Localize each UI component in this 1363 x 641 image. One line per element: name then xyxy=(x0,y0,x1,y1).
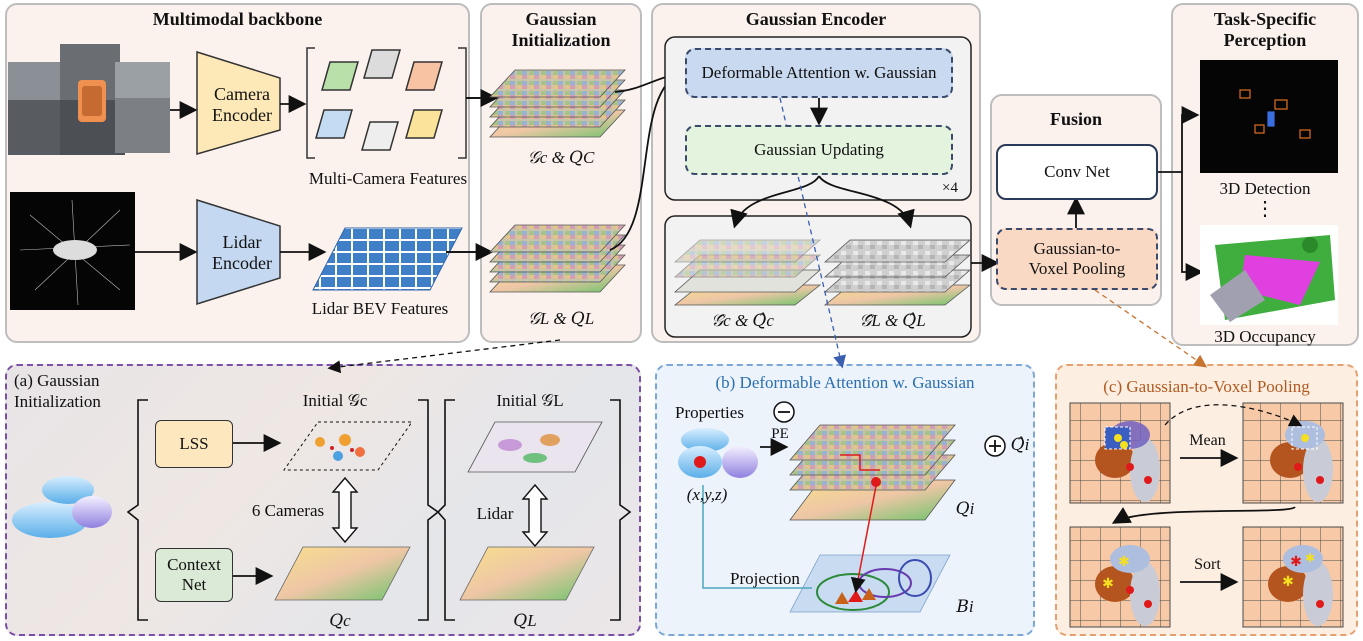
camera-encoder-shape xyxy=(196,50,281,155)
cameras-double-arrow xyxy=(331,476,359,544)
panel-b-title: (b) Deformable Attention w. Gaussian xyxy=(715,373,975,392)
ql-grid xyxy=(459,546,595,601)
lidar-encoder-label: Lidar Encoder xyxy=(197,228,287,278)
initial-gc-box xyxy=(283,421,413,471)
svg-text:✱: ✱ xyxy=(1305,551,1315,565)
voxel-pooling-line1: Gaussian-to- xyxy=(1033,239,1121,259)
initial-gl-label: Initial 𝒢L xyxy=(496,391,564,410)
sort-label: Sort xyxy=(1194,556,1221,573)
encoder-lidar-output-label: 𝒢̂L & 𝑄̂L xyxy=(859,311,926,330)
voxel-grid-2 xyxy=(1242,402,1344,504)
lidar-points xyxy=(19,199,131,306)
occupancy-label: 3D Occupancy xyxy=(1214,327,1316,346)
svg-text:✱: ✱ xyxy=(1102,577,1114,592)
panel-b-projection-marks xyxy=(816,485,932,611)
deformable-attention-text: Deformable Attention w. Gaussian xyxy=(701,63,937,83)
encoder-lidar-output-stack xyxy=(823,239,972,306)
encoder-cam-output-label: 𝒢̂c & 𝑄̂c xyxy=(711,311,774,330)
panel-a-brace-mid xyxy=(418,399,440,621)
mean-label: Mean xyxy=(1189,432,1226,449)
camera-features-label: Multi-Camera Features xyxy=(308,169,468,188)
voxel-pooling-line2: Voxel Pooling xyxy=(1028,259,1126,278)
panel-a-gaussians xyxy=(12,476,112,538)
xyz-label: (x,y,z) xyxy=(686,485,728,504)
panel-a-title-line2: Initialization xyxy=(14,392,101,411)
qc-grid xyxy=(274,546,411,601)
voxel-grid-3: ✱ ✱ xyxy=(1069,526,1171,628)
init-camera-label: 𝒢c & 𝑄C xyxy=(527,148,595,167)
camera-gaussian-stack xyxy=(489,69,626,138)
init-title-line1: Gaussian xyxy=(525,9,597,29)
panel-a-brace-right xyxy=(610,399,632,621)
qhat-label: 𝑄̂i xyxy=(1010,435,1030,454)
detection-label: 3D Detection xyxy=(1219,179,1311,198)
deformable-attention-box: Deformable Attention w. Gaussian xyxy=(685,48,953,98)
voxel-grid-1 xyxy=(1069,402,1171,504)
conv-net-text: Conv Net xyxy=(1044,162,1110,182)
properties-label: Properties xyxy=(675,403,744,422)
context-net-box: Context Net xyxy=(155,548,233,602)
voxel-grid-4: ✱ ✱ ✱ xyxy=(1242,526,1344,628)
panel-b-query-stack xyxy=(789,424,956,521)
panel-a-title-line1: (a) Gaussian xyxy=(14,371,100,390)
task-title-line1: Task-Specific xyxy=(1213,9,1317,29)
qc-label: 𝑄c xyxy=(329,611,351,630)
svg-text:✱: ✱ xyxy=(1282,575,1294,590)
encoder-cam-output-stack xyxy=(673,239,822,306)
svg-text:✱: ✱ xyxy=(1118,555,1130,570)
projection-label: Projection xyxy=(730,569,800,588)
backbone-title: Multimodal backbone xyxy=(152,9,323,29)
detection-boxes xyxy=(1239,89,1311,139)
ql-label: 𝑄L xyxy=(513,611,537,630)
voxel-pooling-box: Gaussian-to- Voxel Pooling xyxy=(996,228,1158,290)
gaussian-updating-text: Gaussian Updating xyxy=(754,140,884,160)
lidar-label: Lidar xyxy=(476,504,514,523)
cameras-label: 6 Cameras xyxy=(251,501,325,520)
multi-camera-features xyxy=(306,47,467,159)
bi-label: 𝐵i xyxy=(956,597,974,616)
lidar-encoder-shape xyxy=(196,198,281,306)
lss-box: LSS xyxy=(155,420,233,468)
fusion-title: Fusion xyxy=(1049,109,1103,129)
repeat-label: ×4 xyxy=(942,180,958,196)
task-title-line2: Perception xyxy=(1223,30,1307,50)
lidar-encoder-text: Lidar Encoder xyxy=(212,232,272,273)
lidar-gaussian-stack xyxy=(489,224,626,293)
camera-encoder-label: Camera Encoder xyxy=(197,80,287,130)
initial-gc-label: Initial 𝒢c xyxy=(302,391,368,410)
camera-encoder-text: Camera Encoder xyxy=(212,84,272,125)
lidar-bev-grid xyxy=(312,227,463,291)
context-net-line2: Net xyxy=(181,575,207,594)
init-lidar-label: 𝒢L & 𝑄L xyxy=(527,309,595,328)
lss-text: LSS xyxy=(179,434,209,454)
panel-c-title: (c) Gaussian-to-Voxel Pooling xyxy=(1103,377,1310,396)
conv-net-box: Conv Net xyxy=(996,144,1158,200)
context-net-line1: Context xyxy=(167,555,221,575)
task-dots: ⋮ xyxy=(1255,198,1275,220)
panel-b-bev-grid xyxy=(789,554,951,613)
init-title-line2: Initialization xyxy=(511,30,611,50)
initial-gl-box xyxy=(467,421,603,473)
panel-a-brace-left xyxy=(126,399,148,621)
svg-text:✱: ✱ xyxy=(1290,555,1302,570)
lidar-double-arrow xyxy=(521,483,549,548)
panel-a-brace-mid2 xyxy=(436,399,455,621)
qi-label: 𝑄i xyxy=(955,499,975,518)
panel-b-gaussians xyxy=(678,428,758,478)
gaussian-updating-box: Gaussian Updating xyxy=(685,125,953,175)
camera-images xyxy=(8,44,170,155)
encoder-title: Gaussian Encoder xyxy=(745,9,887,29)
projection-line xyxy=(702,485,812,589)
occupancy-voxels xyxy=(1210,235,1335,322)
pe-label: PE xyxy=(771,426,789,442)
lidar-features-label: Lidar BEV Features xyxy=(311,299,449,318)
